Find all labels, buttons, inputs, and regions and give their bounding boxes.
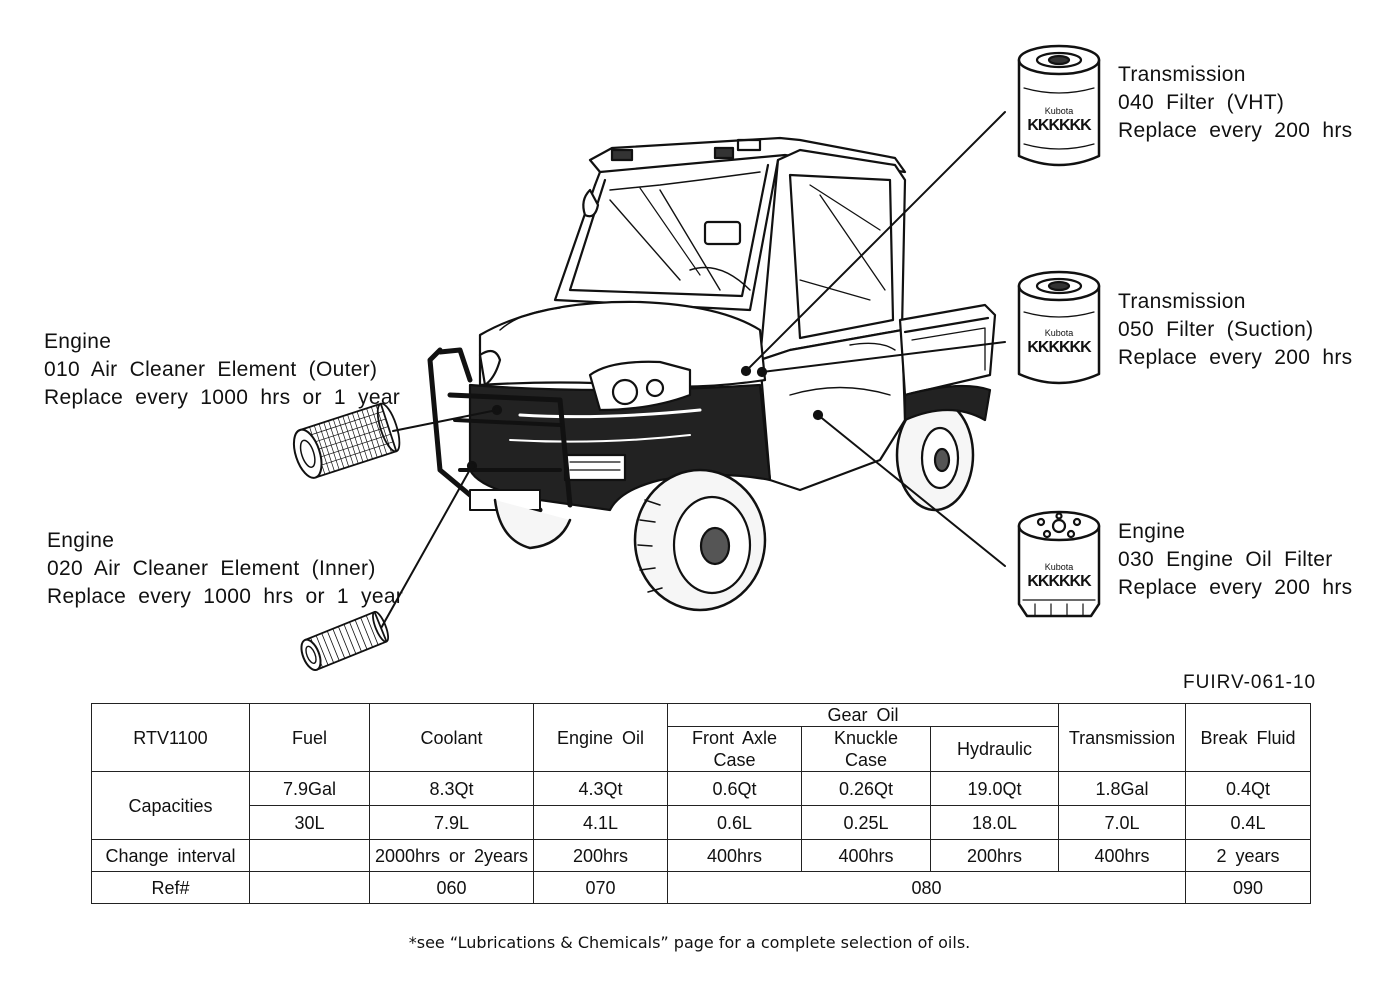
callout-category: Engine (44, 330, 112, 353)
capacity-metric-cell: 4.1L (533, 805, 668, 840)
change-interval-label: Change interval (91, 839, 250, 872)
capacity-us-cell: 0.26Qt (801, 771, 931, 806)
capacity-us-cell: 0.6Qt (667, 771, 802, 806)
leader-line-030 (817, 414, 1006, 567)
capacity-metric-cell: 0.6L (667, 805, 802, 840)
callout-part: 050 Filter (Suction) (1118, 318, 1314, 341)
ref-cell-brake: 090 (1185, 871, 1311, 904)
capacity-us-cell: 0.4Qt (1185, 771, 1311, 806)
callout-category: Transmission (1118, 63, 1246, 86)
callout-engine-010: Engine 010 Air Cleaner Element (Outer) R… (44, 328, 400, 412)
callout-category: Engine (1118, 520, 1186, 543)
capacity-us-cell: 7.9Gal (249, 771, 370, 806)
coolant-header: Coolant (369, 703, 534, 772)
capacity-metric-cell: 30L (249, 805, 370, 840)
callout-category: Transmission (1118, 290, 1246, 313)
interval-cell (249, 839, 370, 872)
fuel-header: Fuel (249, 703, 370, 772)
knuckle-label-2: Case (844, 750, 888, 770)
interval-cell: 200hrs (533, 839, 668, 872)
model-header: RTV1100 (91, 703, 250, 772)
ref-label: Ref# (91, 871, 250, 904)
transmission-header: Transmission (1058, 703, 1186, 772)
ref-cell-engine-oil: 070 (533, 871, 668, 904)
utility-vehicle-diagram: Kubota KKKKKK Kubota KKKKKK Kubota KKKKK… (292, 44, 1101, 671)
filter-pattern-label: KKKKKK (1027, 573, 1092, 590)
point-010 (491, 404, 503, 416)
capacity-metric-cell: 0.4L (1185, 805, 1311, 840)
air-cleaner-outer-010-icon (292, 402, 401, 479)
knuckle-label-1: Knuckle (833, 728, 899, 748)
capacity-metric-cell: 7.0L (1058, 805, 1186, 840)
ref-cell-coolant: 060 (369, 871, 534, 904)
callout-part: 040 Filter (VHT) (1118, 91, 1285, 114)
brake-fluid-header: Break Fluid (1185, 703, 1311, 772)
utility-vehicle-illustration (427, 136, 997, 612)
ref-cell-gear-oil: 080 (667, 871, 1186, 904)
callout-interval: Replace every 200 hrs (1118, 346, 1353, 369)
capacity-metric-cell: 18.0L (930, 805, 1059, 840)
interval-cell: 400hrs (801, 839, 931, 872)
document-code: FUIRV-061-10 (1183, 672, 1317, 693)
point-020 (466, 460, 478, 472)
gear-oil-header: Gear Oil (667, 703, 1059, 727)
engine-oil-header: Engine Oil (533, 703, 668, 772)
capacities-table: RTV1100 Fuel Coolant Engine Oil Gear Oil… (91, 703, 1311, 904)
filter-brand-label: Kubota (1045, 562, 1074, 572)
transmission-filter-050-icon: Kubota KKKKKK (1017, 270, 1101, 385)
callout-transmission-050: Transmission 050 Filter (Suction) Replac… (1118, 288, 1352, 372)
callout-part: 030 Engine Oil Filter (1118, 548, 1333, 571)
callout-category: Engine (47, 529, 115, 552)
callout-interval: Replace every 1000 hrs or 1 year (47, 585, 404, 608)
transmission-filter-040-icon: Kubota KKKKKK (1017, 44, 1101, 167)
capacities-label: Capacities (91, 771, 250, 840)
front-axle-label-1: Front Axle (691, 728, 778, 748)
footnote: *see “Lubrications & Chemicals” page for… (408, 933, 971, 952)
capacity-us-cell: 8.3Qt (369, 771, 534, 806)
interval-cell: 2 years (1185, 839, 1311, 872)
front-axle-label-2: Case (713, 750, 756, 770)
capacity-metric-cell: 0.25L (801, 805, 931, 840)
ref-cell-fuel (249, 871, 370, 904)
point-050 (756, 366, 768, 378)
filter-pattern-label: KKKKKK (1027, 339, 1092, 356)
filter-pattern-label: KKKKKK (1027, 117, 1092, 134)
capacity-metric-cell: 7.9L (369, 805, 534, 840)
callout-engine-030: Engine 030 Engine Oil Filter Replace eve… (1118, 518, 1352, 602)
callout-interval: Replace every 200 hrs (1118, 576, 1353, 599)
point-040 (740, 365, 752, 377)
point-030 (812, 409, 824, 421)
leader-line-020 (379, 465, 473, 631)
callout-part: 010 Air Cleaner Element (Outer) (44, 358, 378, 381)
leader-line-010 (392, 409, 498, 432)
air-cleaner-inner-020-icon (300, 610, 390, 671)
capacity-us-cell: 1.8Gal (1058, 771, 1186, 806)
interval-cell: 2000hrs or 2years (369, 839, 534, 872)
interval-cell: 400hrs (667, 839, 802, 872)
callout-transmission-040: Transmission 040 Filter (VHT) Replace ev… (1118, 61, 1352, 145)
engine-oil-filter-030-icon: Kubota KKKKKK (1017, 510, 1101, 618)
leader-line-040 (745, 111, 1006, 372)
interval-cell: 400hrs (1058, 839, 1186, 872)
interval-cell: 200hrs (930, 839, 1059, 872)
capacity-us-cell: 4.3Qt (533, 771, 668, 806)
capacity-us-cell: 19.0Qt (930, 771, 1059, 806)
hydraulic-header: Hydraulic (930, 726, 1059, 772)
callout-interval: Replace every 1000 hrs or 1 year (44, 386, 401, 409)
callout-engine-020: Engine 020 Air Cleaner Element (Inner) R… (47, 527, 403, 611)
callout-interval: Replace every 200 hrs (1118, 119, 1353, 142)
filter-brand-label: Kubota (1045, 328, 1074, 338)
filter-brand-label: Kubota (1045, 106, 1074, 116)
leader-line-050 (761, 341, 1006, 373)
callout-part: 020 Air Cleaner Element (Inner) (47, 557, 376, 580)
